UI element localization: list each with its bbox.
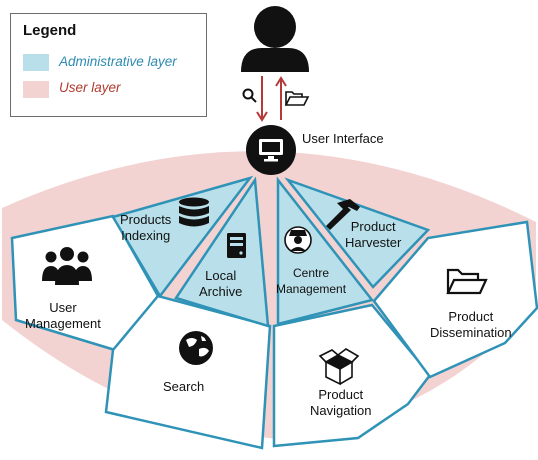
search-icon	[242, 88, 257, 103]
box-icon	[318, 348, 360, 386]
user-management-label: User Management	[25, 300, 101, 331]
module-product-dissemination-shape[interactable]	[372, 220, 538, 379]
folder-open-icon	[284, 91, 310, 106]
legend-swatch-admin	[23, 54, 49, 71]
legend-title: Legend	[23, 22, 77, 39]
police-officer-icon	[284, 226, 312, 254]
product-navigation-label: Product Navigation	[310, 387, 372, 418]
server-icon	[227, 233, 246, 258]
database-icon	[179, 197, 209, 227]
module-local-archive-shape[interactable]	[174, 176, 270, 328]
monitor-icon	[259, 139, 283, 162]
hammer-icon	[326, 199, 360, 230]
centre-management-label: Centre Management	[276, 266, 347, 296]
module-search-shape[interactable]	[104, 294, 272, 450]
users-group-icon	[42, 247, 92, 285]
search-label: Search	[163, 379, 205, 394]
globe-icon	[179, 331, 213, 365]
user-interface-label: User Interface	[302, 131, 384, 146]
interaction-arrows	[256, 76, 287, 122]
legend-label-admin: Administrative layer	[59, 54, 177, 69]
products-indexing-label: Products Indexing	[120, 212, 172, 243]
user-interface-node[interactable]	[246, 125, 296, 175]
local-archive-label: Local Archive	[199, 268, 243, 299]
module-products-indexing-shape[interactable]	[111, 175, 254, 299]
module-centre-management-shape[interactable]	[276, 176, 375, 326]
module-product-harvester-shape[interactable]	[284, 177, 431, 289]
product-harvester-label: Product Harvester	[345, 219, 402, 250]
legend: Legend Administrative layer User layer	[10, 13, 207, 117]
legend-label-user: User layer	[59, 80, 121, 95]
folder-icon	[446, 268, 488, 295]
legend-swatch-user	[23, 81, 49, 98]
user-icon	[241, 6, 309, 72]
product-dissemination-label: Product Dissemination	[430, 309, 512, 340]
